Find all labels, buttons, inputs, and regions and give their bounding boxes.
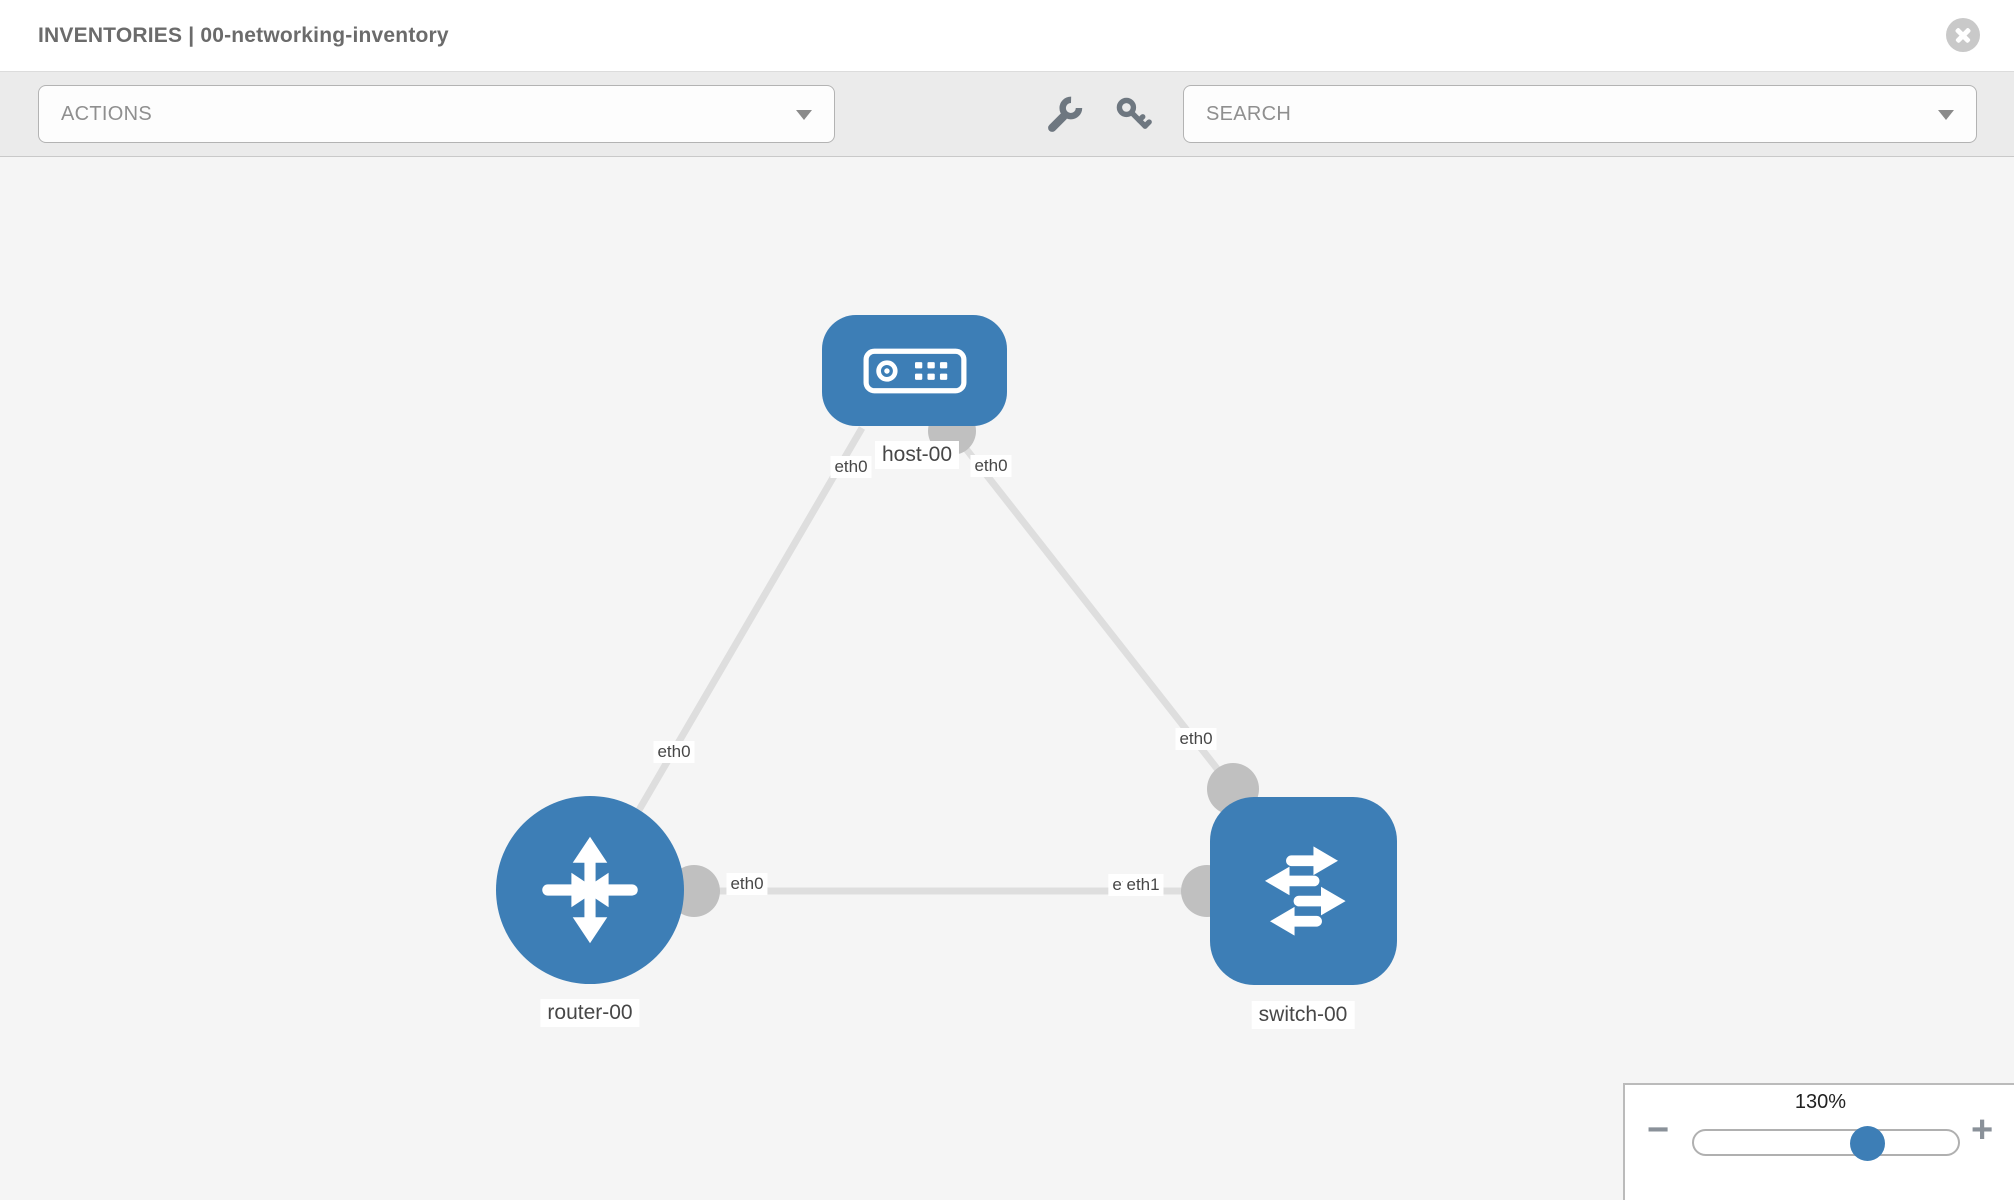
actions-dropdown[interactable]: ACTIONS — [38, 85, 835, 143]
node-label-router-00: router-00 — [540, 999, 640, 1027]
header: INVENTORIES | 00-networking-inventory — [0, 0, 2014, 72]
actions-dropdown-label: ACTIONS — [61, 102, 152, 125]
wrench-icon — [1048, 96, 1083, 132]
node-host-00[interactable] — [822, 315, 1007, 426]
credentials-button[interactable] — [1113, 94, 1155, 136]
interface-label-switch-overlapped: eth0 eth1 — [1108, 874, 1164, 896]
router-icon — [542, 836, 638, 944]
search-dropdown[interactable]: SEARCH — [1183, 85, 1977, 143]
interface-label-host-eth0-right: eth0 — [970, 455, 1012, 477]
close-button[interactable] — [1946, 18, 1980, 52]
node-router-00[interactable] — [496, 796, 684, 984]
zoom-slider-track[interactable] — [1692, 1126, 1960, 1161]
zoom-out-button[interactable]: − — [1647, 1109, 1670, 1151]
chevron-down-icon — [1938, 110, 1954, 120]
topology-canvas[interactable]: host-00 router-00 switch-00 eth0 eth0 et… — [0, 157, 2014, 1200]
toolbar: ACTIONS SEARCH — [0, 72, 2014, 157]
interface-label-host-eth0-left: eth0 — [830, 456, 872, 478]
node-label-host-00: host-00 — [874, 441, 960, 469]
node-switch-00[interactable] — [1210, 797, 1397, 985]
interface-label-router-eth0: eth0 — [726, 873, 768, 895]
zoom-slider-thumb[interactable] — [1850, 1126, 1885, 1161]
zoom-in-button[interactable]: + — [1971, 1109, 1994, 1151]
zoom-panel: 130% − + — [1623, 1083, 2014, 1200]
search-dropdown-label: SEARCH — [1206, 102, 1292, 125]
configure-button[interactable] — [1044, 94, 1086, 136]
node-label-switch-00: switch-00 — [1251, 1001, 1355, 1029]
page-title: INVENTORIES | 00-networking-inventory — [38, 24, 449, 47]
host-icon — [863, 348, 966, 393]
interface-label-router-link-eth0: eth0 — [653, 741, 695, 763]
interface-label-switch-link-eth0: eth0 — [1175, 728, 1217, 750]
zoom-level-value: 130% — [1794, 1091, 1847, 1113]
interface-label-switch-eth1: eth1 — [1122, 874, 1164, 896]
switch-icon — [1264, 846, 1346, 936]
chevron-down-icon — [796, 110, 812, 120]
key-icon — [1116, 97, 1152, 129]
topology-links-layer — [635, 407, 1259, 917]
